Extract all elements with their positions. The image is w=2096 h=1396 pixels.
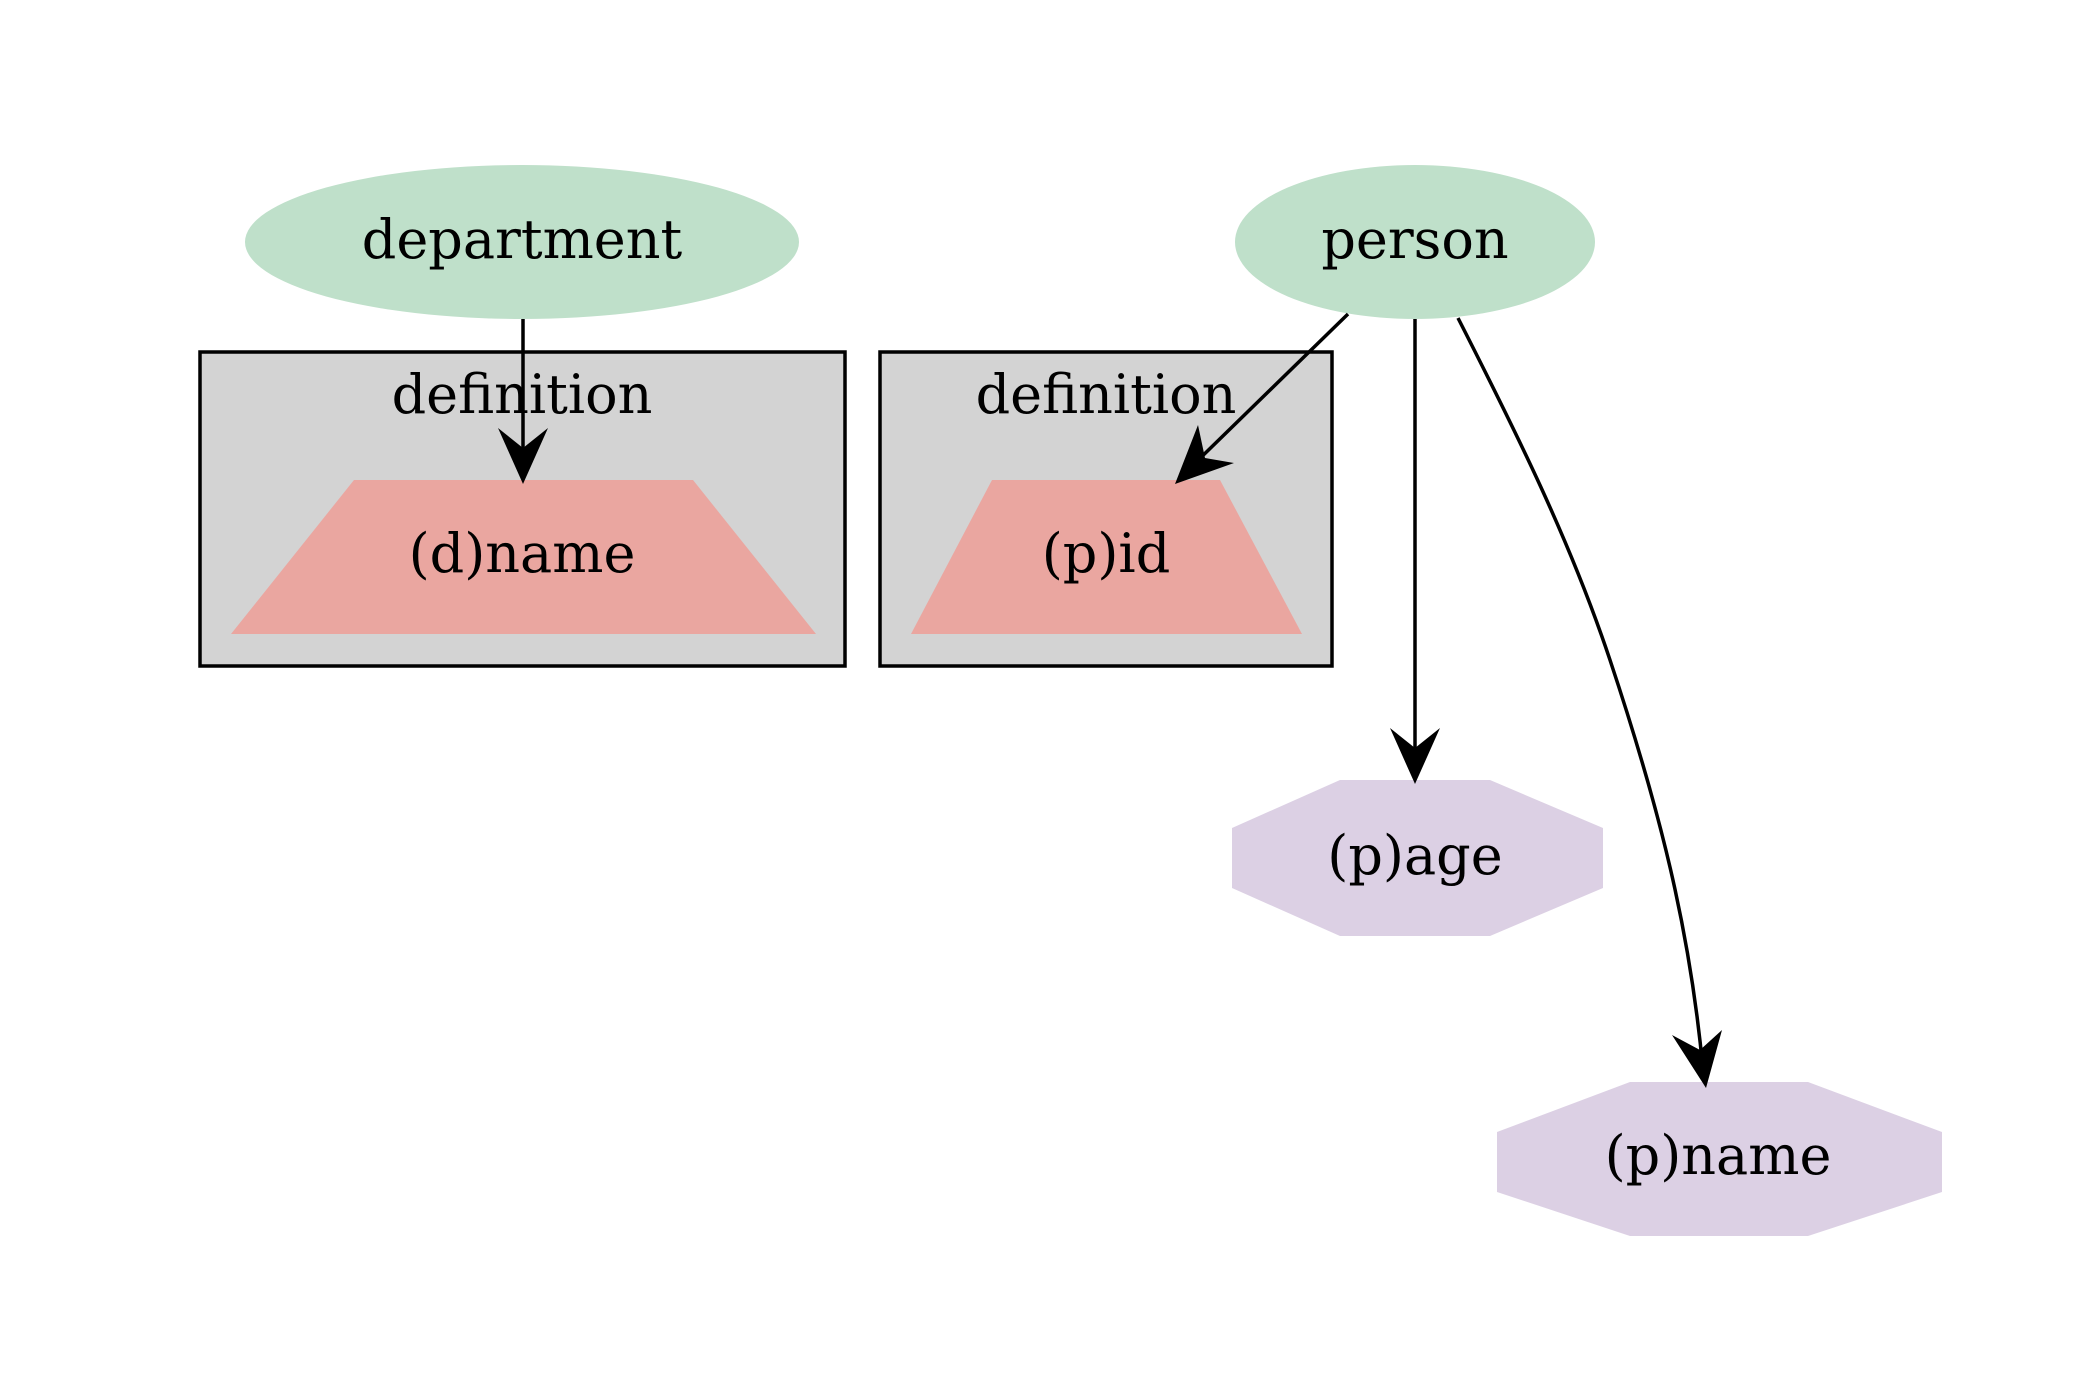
arrowhead-icon	[1175, 425, 1234, 484]
key-node-d-name[interactable]: (d)name	[231, 480, 816, 634]
edge-line	[1456, 317, 1705, 1071]
key-shape	[911, 480, 1302, 634]
node-label: person	[1321, 208, 1508, 271]
node-label: (d)name	[409, 522, 636, 585]
entity-node-department[interactable]: department	[245, 165, 799, 319]
entity-node-person[interactable]: person	[1235, 165, 1595, 319]
key-shape	[231, 480, 816, 634]
attribute-shape	[1497, 1082, 1942, 1236]
node-label: (p)id	[1042, 522, 1171, 585]
edge-person-to-p-id	[1175, 312, 1350, 484]
entity-shape	[245, 165, 799, 319]
edge-line	[1186, 312, 1350, 472]
key-node-p-id[interactable]: (p)id	[911, 480, 1302, 634]
attribute-node-p-name[interactable]: (p)name	[1497, 1082, 1942, 1236]
node-label: (p)name	[1605, 1124, 1832, 1187]
attribute-node-p-age[interactable]: (p)age	[1232, 780, 1603, 936]
node-label: (p)age	[1327, 824, 1502, 887]
arrowhead-icon	[498, 428, 548, 484]
edge-department-to-d-name	[498, 319, 548, 484]
arrowhead-icon	[1672, 1030, 1722, 1088]
arrowhead-icon	[1390, 728, 1440, 784]
cluster-label: definition	[976, 363, 1237, 426]
edge-person-to-p-name	[1456, 317, 1722, 1088]
edge-person-to-p-age	[1390, 319, 1440, 784]
node-label: department	[362, 208, 683, 271]
entity-shape	[1235, 165, 1595, 319]
attribute-shape	[1232, 780, 1603, 936]
